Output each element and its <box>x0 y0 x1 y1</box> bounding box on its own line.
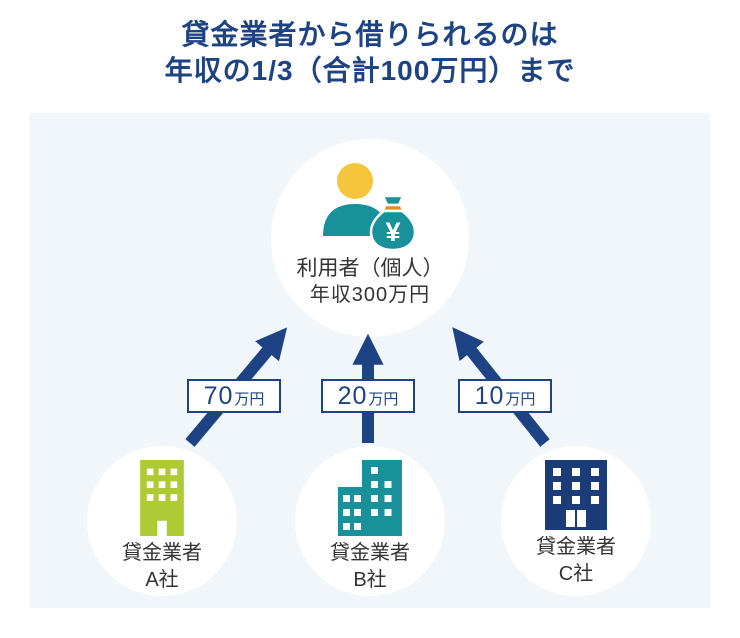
building-c-icon <box>545 460 607 530</box>
lender-c-name: 貸金業者 <box>536 536 616 558</box>
lender-c-circle: 貸金業者 C社 <box>501 446 651 596</box>
title-line2: 年収の1/3（合計100万円）まで <box>164 55 576 86</box>
loan-arrows <box>185 327 550 447</box>
amount-box-b: 20 万円 <box>321 379 415 413</box>
title-line1: 貸金業者から借りられるのは <box>181 19 559 50</box>
borrower-name: 利用者（個人） <box>296 257 444 280</box>
person-head <box>337 163 373 199</box>
building-a-icon <box>140 460 184 536</box>
amount-box-a: 70 万円 <box>187 379 281 413</box>
lender-b-circle: 貸金業者 B社 <box>295 446 445 596</box>
lender-a-circle: 貸金業者 A社 <box>87 446 237 596</box>
amount-unit: 万円 <box>368 391 399 408</box>
lender-b-name: 貸金業者 <box>330 542 410 564</box>
borrower-income: 年収300万円 <box>309 284 431 306</box>
lender-a-name: 貸金業者 <box>122 542 202 564</box>
diagram-panel: ¥ 利用者（個人） 年収300万円 70 万円 20 万円 10 <box>30 113 710 608</box>
borrower-circle: ¥ 利用者（個人） 年収300万円 <box>271 139 469 337</box>
yen-symbol: ¥ <box>385 217 400 247</box>
person-with-money-bag-icon: ¥ <box>323 163 417 252</box>
building-b-icon <box>338 460 402 536</box>
amount-unit: 万円 <box>234 391 265 408</box>
page-title: 貸金業者から借りられるのは 年収の1/3（合計100万円）まで <box>0 17 740 89</box>
lender-a-company: A社 <box>145 569 179 591</box>
lender-c-company: C社 <box>558 563 594 585</box>
amount-box-c: 10 万円 <box>458 379 552 413</box>
amount-unit: 万円 <box>505 391 536 408</box>
money-bag-icon <box>369 194 417 252</box>
lender-b-company: B社 <box>353 569 387 591</box>
amount-value: 20 <box>337 382 368 410</box>
amount-value: 10 <box>474 382 505 410</box>
amount-value: 70 <box>203 382 234 410</box>
